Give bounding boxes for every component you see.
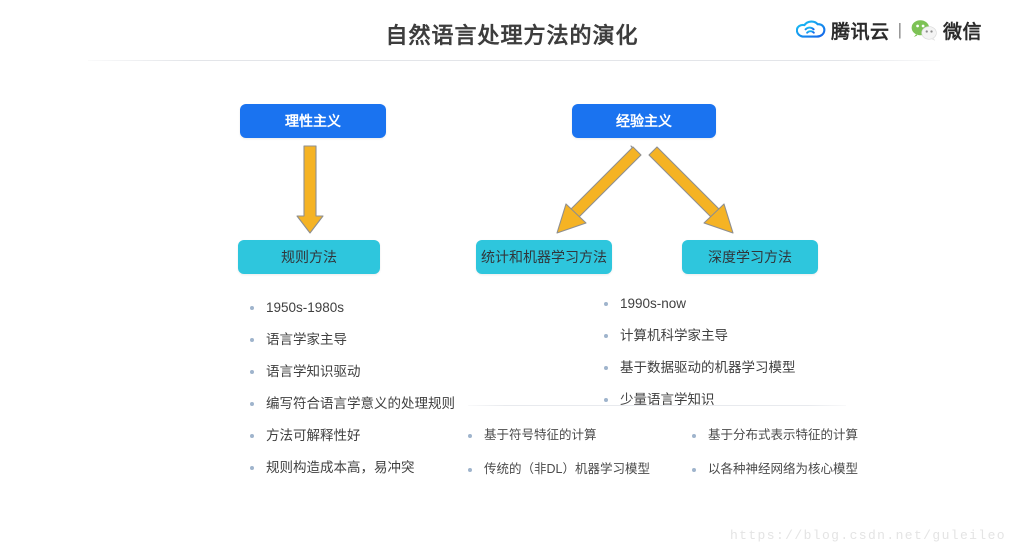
list-item-label: 1950s-1980s (266, 300, 345, 315)
bullet-dot-icon (468, 468, 472, 472)
sub-section-divider (468, 405, 846, 406)
node-deep-learning-methods[interactable]: 深度学习方法 (682, 240, 818, 274)
node-rule-methods[interactable]: 规则方法 (238, 240, 380, 274)
wechat-label: 微信 (942, 21, 982, 43)
bullet-dot-icon (692, 468, 696, 472)
list-item-label: 方法可解释性好 (266, 428, 361, 443)
list-item: 编写符合语言学意义的处理规则 (250, 394, 455, 413)
bullet-dot-icon (250, 306, 254, 310)
list-item: 1990s-now (604, 294, 796, 313)
tencent-cloud-icon (795, 19, 826, 41)
bullet-dot-icon (250, 402, 254, 406)
deep-learning-sub-bullet-list: 基于分布式表示特征的计算 以各种神经网络为核心模型 (692, 426, 858, 494)
brand-separator: | (897, 20, 902, 39)
brand-logos: 腾讯云 | 微信 (795, 14, 982, 46)
list-item: 语言学知识驱动 (250, 362, 455, 381)
arrow-empiricism-to-statistical (556, 145, 642, 234)
bullet-dot-icon (692, 434, 696, 438)
list-item-label: 语言学家主导 (266, 332, 347, 347)
list-item-label: 基于分布式表示特征的计算 (708, 428, 859, 442)
bullet-dot-icon (604, 366, 608, 370)
list-item-label: 规则构造成本高，易冲突 (266, 460, 415, 475)
bullet-dot-icon (250, 338, 254, 342)
list-item-label: 编写符合语言学意义的处理规则 (266, 396, 455, 411)
list-item-label: 1990s-now (620, 296, 687, 311)
list-item: 语言学家主导 (250, 330, 455, 349)
list-item-label: 语言学知识驱动 (266, 364, 361, 379)
node-statistical-ml-methods[interactable]: 统计和机器学习方法 (476, 240, 612, 274)
watermark-url: https://blog.csdn.net/guleileo (729, 528, 1006, 543)
list-item-label: 基于符号特征的计算 (484, 428, 597, 442)
list-item: 计算机科学家主导 (604, 326, 796, 345)
header-divider (88, 60, 940, 61)
list-item: 基于分布式表示特征的计算 (692, 426, 858, 445)
list-item: 以各种神经网络为核心模型 (692, 460, 858, 479)
list-item: 传统的（非DL）机器学习模型 (468, 460, 650, 479)
bullet-dot-icon (604, 334, 608, 338)
statistical-sub-bullet-list: 基于符号特征的计算 传统的（非DL）机器学习模型 (468, 426, 650, 494)
node-rationalism[interactable]: 理性主义 (240, 104, 386, 138)
rule-methods-bullet-list: 1950s-1980s 语言学家主导 语言学知识驱动 编写符合语言学意义的处理规… (250, 298, 455, 490)
list-item: 方法可解释性好 (250, 426, 455, 445)
bullet-dot-icon (250, 466, 254, 470)
page-title: 自然语言处理方法的演化 (385, 23, 639, 48)
bullet-dot-icon (468, 434, 472, 438)
list-item: 少量语言学知识 (604, 390, 796, 409)
list-item-label: 以各种神经网络为核心模型 (708, 462, 859, 476)
tencent-cloud-label: 腾讯云 (831, 21, 890, 43)
list-item: 规则构造成本高，易冲突 (250, 458, 455, 477)
bullet-dot-icon (250, 434, 254, 438)
list-item-label: 计算机科学家主导 (620, 328, 728, 343)
node-empiricism[interactable]: 经验主义 (572, 104, 716, 138)
arrow-rationalism-to-rule (296, 145, 324, 234)
empiricism-bullet-list: 1990s-now 计算机科学家主导 基于数据驱动的机器学习模型 少量语言学知识 (604, 294, 796, 422)
bullet-dot-icon (604, 302, 608, 306)
list-item: 基于符号特征的计算 (468, 426, 650, 445)
arrow-empiricism-to-deeplearning (648, 146, 734, 234)
slide-header: 自然语言处理方法的演化 腾讯云 | (0, 0, 1024, 62)
list-item-label: 少量语言学知识 (620, 392, 715, 407)
bullet-dot-icon (604, 398, 608, 402)
list-item-label: 传统的（非DL）机器学习模型 (484, 462, 650, 476)
list-item-label: 基于数据驱动的机器学习模型 (620, 360, 796, 375)
list-item: 1950s-1980s (250, 298, 455, 317)
bullet-dot-icon (250, 370, 254, 374)
wechat-icon (910, 19, 938, 41)
list-item: 基于数据驱动的机器学习模型 (604, 358, 796, 377)
